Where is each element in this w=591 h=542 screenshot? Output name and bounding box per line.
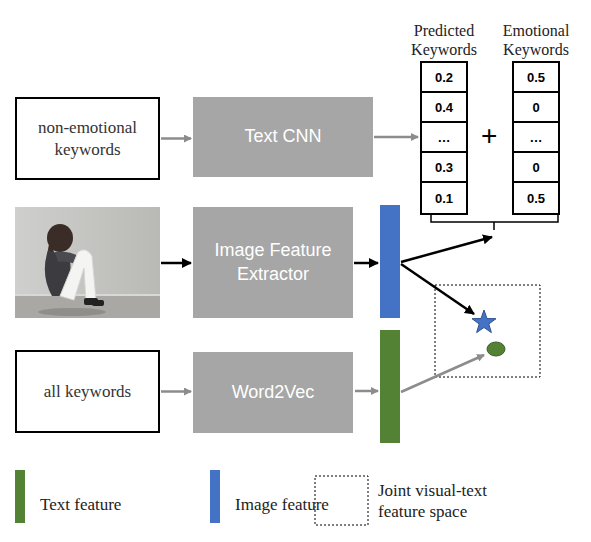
- vector-cell: 0.1: [422, 183, 466, 213]
- text-feature-bar: [380, 330, 400, 443]
- vector-cell: 0.5: [514, 63, 558, 93]
- legend-text: Joint visual-text feature space: [378, 480, 538, 523]
- vector-cell: 0.2: [422, 63, 466, 93]
- cell-value: 0: [532, 100, 539, 115]
- cell-value: 0.5: [527, 191, 545, 206]
- legend-swatch: [210, 470, 220, 523]
- vector-cell: 0: [514, 153, 558, 183]
- text-point: [487, 342, 505, 356]
- connector-arrow: [161, 390, 191, 393]
- cell-value: 0.5: [527, 70, 545, 85]
- cell-value: …: [530, 130, 543, 145]
- arrow: [354, 262, 378, 265]
- input-box: non-emotional keywords: [15, 97, 160, 180]
- arrow: [401, 237, 492, 262]
- vector-box: Emotional Keywords0.50…00.5: [512, 61, 560, 215]
- vector-box: Predicted Keywords0.20.4…0.30.1: [420, 61, 468, 215]
- vector-cell: …: [514, 123, 558, 153]
- operator-label: +: [481, 120, 497, 152]
- connector-arrow: [374, 136, 418, 139]
- vector-cell: 0: [514, 93, 558, 123]
- legend-text: Text feature: [40, 494, 190, 515]
- photo: [15, 207, 160, 318]
- cell-value: …: [438, 130, 451, 145]
- arrow: [161, 262, 191, 265]
- input-box: all keywords: [15, 350, 160, 433]
- process-box: Image Feature Extractor: [193, 207, 353, 318]
- cell-value: 0: [532, 160, 539, 175]
- arrow: [401, 355, 484, 392]
- connector-arrow: [161, 137, 191, 140]
- vector-heading: Predicted Keywords: [398, 21, 490, 59]
- image-feature-bar: [380, 205, 400, 318]
- node-text: Word2Vec: [232, 381, 315, 404]
- vector-cell: 0.5: [514, 183, 558, 213]
- process-box: Word2Vec: [193, 352, 353, 433]
- cell-value: 0.1: [435, 191, 453, 206]
- legend-swatch: [15, 470, 25, 523]
- arrow: [355, 390, 378, 393]
- legend-text: Image feature: [235, 494, 355, 515]
- cell-value: 0.4: [435, 100, 453, 115]
- vector-heading: Emotional Keywords: [490, 21, 582, 59]
- node-text: non-emotional keywords: [27, 117, 148, 160]
- arrow: [401, 264, 474, 314]
- cell-value: 0.3: [435, 160, 453, 175]
- image-point: [472, 310, 496, 333]
- vector-cell: 0.3: [422, 153, 466, 183]
- node-text: all keywords: [44, 381, 131, 402]
- cell-value: 0.2: [435, 70, 453, 85]
- vector-cell: 0.4: [422, 93, 466, 123]
- node-text: Text CNN: [244, 125, 321, 148]
- bracket: [431, 214, 558, 230]
- node-text: Image Feature Extractor: [205, 239, 341, 286]
- process-box: Text CNN: [193, 97, 373, 177]
- vector-cell: …: [422, 123, 466, 153]
